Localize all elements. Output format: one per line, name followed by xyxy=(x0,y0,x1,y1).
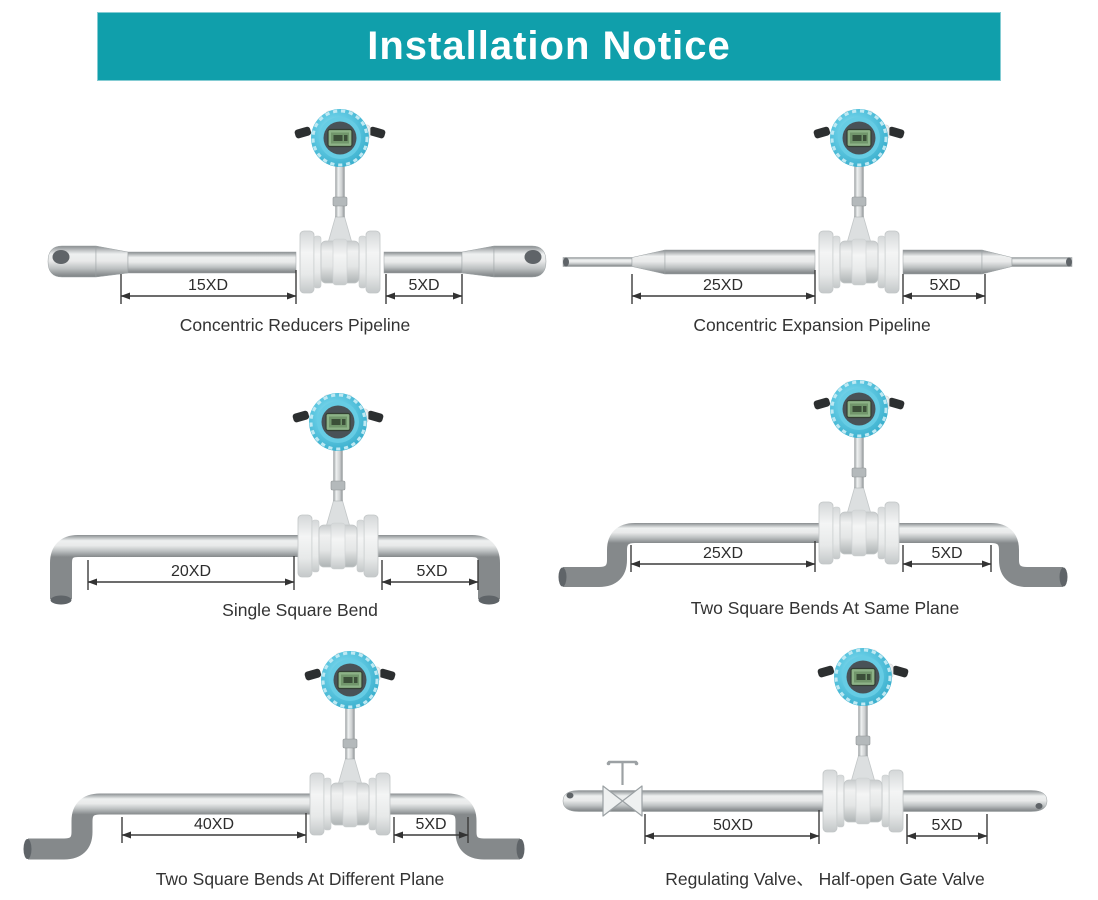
diagram-concentric-expansion: 25XD 5XD Concentric Expansion Pipeline xyxy=(549,100,1098,367)
downstream-dimension: 5XD xyxy=(381,560,479,590)
downstream-dimension: 5XD xyxy=(906,814,988,844)
flow-meter xyxy=(290,391,386,579)
flow-meter xyxy=(811,378,907,566)
pipe-assembly xyxy=(50,535,500,605)
pipe-open-end-left xyxy=(52,250,70,264)
pipe-sbend-left xyxy=(563,523,821,587)
diagram-two-bends-different-plane: 40XD 5XD Two Square Bends At Different P… xyxy=(0,634,549,900)
downstream-dimension: 5XD xyxy=(385,274,463,304)
downstream-dimension: 5XD xyxy=(902,274,986,304)
valve-body-left xyxy=(602,785,624,817)
valve-handle-end-right xyxy=(634,761,639,766)
pipe-run-downstream xyxy=(383,251,463,274)
diagram-caption: Concentric Reducers Pipeline xyxy=(180,315,411,335)
pipeline-illustration-same-plane: 25XD 5XD Two Square Bends At Same Plane xyxy=(558,378,1068,618)
pipe-open-end-left xyxy=(50,595,72,605)
pipe-open-end-left xyxy=(23,839,32,859)
upstream-dimension: 25XD xyxy=(631,270,816,304)
diagram-caption: Two Square Bends At Different Plane xyxy=(156,869,445,889)
pipe-sbend-left xyxy=(28,793,312,860)
diagram-caption: Two Square Bends At Same Plane xyxy=(691,598,960,618)
pipe-open-end-right xyxy=(516,839,525,859)
valve-handle-end-left xyxy=(606,761,611,766)
downstream-distance-label: 5XD xyxy=(931,545,962,562)
upstream-dimension: 25XD xyxy=(630,541,816,572)
pipe-open-end-right xyxy=(524,250,542,264)
pipe-thin-left xyxy=(562,257,633,267)
pipe-run-upstream xyxy=(562,790,824,812)
pipe-open-end-left xyxy=(566,792,574,799)
diagram-caption: Regulating Valve、 Half-open Gate Valve xyxy=(665,869,984,889)
pipe-open-end-right xyxy=(478,595,500,605)
pipe-assembly xyxy=(23,793,525,860)
upstream-dimension: 50XD xyxy=(644,810,820,844)
diagram-regulating-valve: 50XD 5XD Regulating Valve、 Half-open Gat… xyxy=(549,634,1098,900)
pipe-run-downstream xyxy=(902,249,983,275)
upstream-dimension: 20XD xyxy=(87,556,295,590)
upstream-distance-label: 50XD xyxy=(713,817,753,834)
pipeline-illustration-single-bend: 20XD 5XD Single Square Bend xyxy=(50,391,500,620)
diagram-two-bends-same-plane: 25XD 5XD Two Square Bends At Same Plane xyxy=(549,367,1098,634)
upstream-distance-label: 25XD xyxy=(703,545,743,562)
flow-meter xyxy=(302,649,398,837)
pipe-open-end-left xyxy=(563,257,569,267)
downstream-distance-label: 5XD xyxy=(408,277,439,294)
header-banner: Installation Notice xyxy=(97,12,1001,81)
downstream-distance-label: 5XD xyxy=(415,816,446,833)
pipe-assembly xyxy=(47,245,547,278)
pipe-run-upstream xyxy=(664,249,816,275)
downstream-dimension: 5XD xyxy=(393,816,469,843)
expander-right xyxy=(981,249,1013,275)
pipeline-illustration-expansion: 25XD 5XD Concentric Expansion Pipeline xyxy=(562,107,1073,335)
upstream-distance-label: 15XD xyxy=(188,277,228,294)
diagram-caption: Single Square Bend xyxy=(222,600,378,620)
pipeline-illustration-valve: 50XD 5XD Regulating Valve、 Half-open Gat… xyxy=(562,646,1048,889)
diagram-concentric-reducers: 15XD 5XD Concentric Reducers Pipeline xyxy=(0,100,549,367)
upstream-distance-label: 25XD xyxy=(703,277,743,294)
pipe-open-end-left xyxy=(558,567,567,587)
reducer-right xyxy=(461,245,495,278)
pipe-open-end-right xyxy=(1066,257,1072,267)
upstream-dimension: 15XD xyxy=(120,270,297,304)
reducer-left xyxy=(95,245,129,278)
pipe-open-end-right xyxy=(1059,567,1068,587)
pipe-assembly xyxy=(562,249,1073,275)
pipe-run-upstream xyxy=(127,251,297,274)
pipe-thin-right xyxy=(1011,257,1073,267)
pipeline-illustration-reducers: 15XD 5XD Concentric Reducers Pipeline xyxy=(47,107,547,335)
downstream-dimension: 5XD xyxy=(902,545,992,572)
expander-left xyxy=(631,249,666,275)
diagram-caption: Concentric Expansion Pipeline xyxy=(693,315,930,335)
flow-meter xyxy=(815,646,911,834)
valve-body-right xyxy=(621,785,643,817)
downstream-distance-label: 5XD xyxy=(931,817,962,834)
pipe-sbend-right xyxy=(897,523,1063,587)
pipe-sbend-right xyxy=(388,793,520,860)
pipe-open-end-right xyxy=(1035,803,1043,809)
diagram-single-square-bend: 20XD 5XD Single Square Bend xyxy=(0,367,549,634)
pipe-run-downstream xyxy=(902,790,1048,812)
pipeline-illustration-different-plane: 40XD 5XD Two Square Bends At Different P… xyxy=(23,649,525,889)
pipe-assembly xyxy=(562,790,1048,812)
downstream-distance-label: 5XD xyxy=(929,277,960,294)
upstream-dimension: 40XD xyxy=(121,813,307,843)
page-title: Installation Notice xyxy=(367,24,731,68)
pipe-bend-right xyxy=(378,535,500,599)
flow-meter xyxy=(811,107,907,295)
flow-meter xyxy=(292,107,388,295)
valve xyxy=(602,760,643,817)
downstream-distance-label: 5XD xyxy=(416,563,447,580)
pipe-assembly xyxy=(558,523,1068,587)
diagram-grid: 15XD 5XD Concentric Reducers Pipeline xyxy=(0,100,1098,900)
upstream-distance-label: 20XD xyxy=(171,563,211,580)
upstream-distance-label: 40XD xyxy=(194,816,234,833)
pipe-bend-left xyxy=(50,535,300,599)
